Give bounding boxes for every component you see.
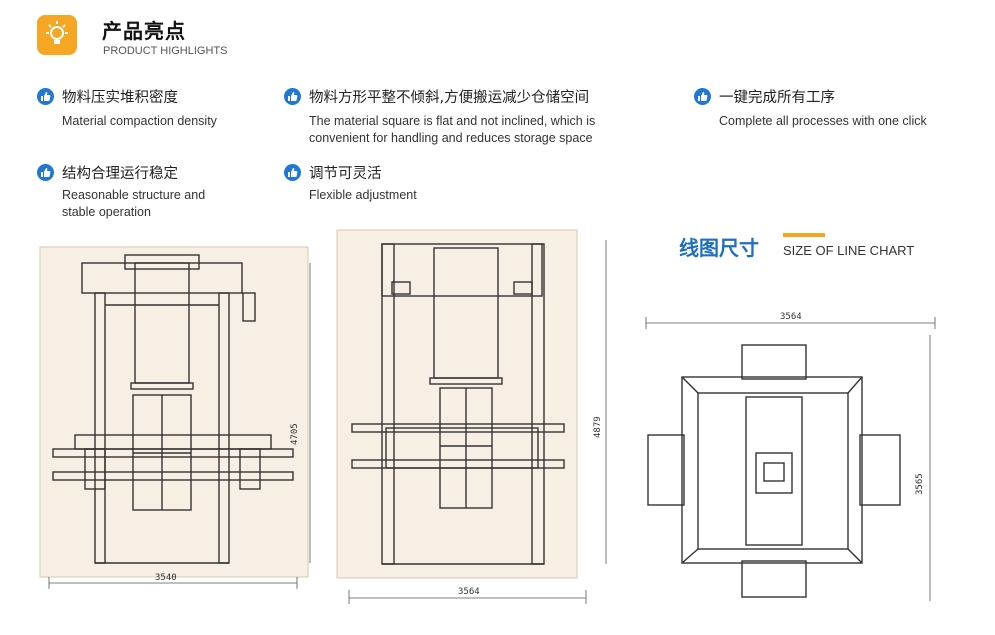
feature-title: 物料压实堆积密度 (62, 90, 178, 106)
section-accent-bar (783, 233, 825, 237)
lightbulb-icon (37, 15, 77, 55)
page-subtitle: PRODUCT HIGHLIGHTS (103, 45, 228, 57)
top-height-label: 3565 (915, 473, 925, 495)
feature-desc: Flexible adjustment (309, 188, 417, 202)
thumbs-up-icon (694, 88, 711, 105)
section-title: 线图尺寸 (679, 236, 759, 260)
feature-title: 一键完成所有工序 (719, 90, 835, 106)
feature-title: 物料方形平整不倾斜,方便搬运减少仓储空间 (309, 90, 590, 106)
front-height-label: 4705 (290, 423, 300, 445)
feature-desc: Material compaction density (62, 114, 217, 128)
feature-item: 物料方形平整不倾斜,方便搬运减少仓储空间 The material square… (284, 86, 595, 147)
feature-desc-line: Reasonable structure and (62, 188, 206, 202)
front-width-label: 3540 (155, 573, 177, 583)
side-height-label: 4879 (593, 416, 603, 438)
thumbs-up-icon (284, 164, 301, 181)
top-width-label: 3564 (780, 312, 802, 322)
feature-title: 结构合理运行稳定 (62, 166, 178, 182)
side-view-drawing: 3564 4879 (336, 229, 607, 604)
side-width-label: 3564 (458, 587, 480, 597)
feature-item: 物料压实堆积密度 Material compaction density (37, 86, 217, 130)
section-subtitle: SIZE OF LINE CHART (783, 243, 915, 258)
thumbs-up-icon (37, 164, 54, 181)
thumbs-up-icon (37, 88, 54, 105)
feature-item: 调节可灵活 Flexible adjustment (284, 162, 417, 204)
front-view-drawing: 3540 4705 (39, 246, 311, 589)
feature-desc: Complete all processes with one click (719, 114, 927, 128)
feature-desc-line: The material square is flat and not incl… (309, 114, 596, 128)
feature-title: 调节可灵活 (309, 166, 382, 182)
feature-desc-line: convenient for handling and reduces stor… (309, 131, 593, 145)
feature-item: 结构合理运行稳定 Reasonable structure and stable… (37, 162, 205, 221)
thumbs-up-icon (284, 88, 301, 105)
feature-item: 一键完成所有工序 Complete all processes with one… (694, 86, 927, 130)
top-view-drawing: 3564 3565 (645, 312, 936, 601)
feature-desc-line: stable operation (62, 205, 151, 219)
page-title: 产品亮点 (102, 19, 186, 43)
